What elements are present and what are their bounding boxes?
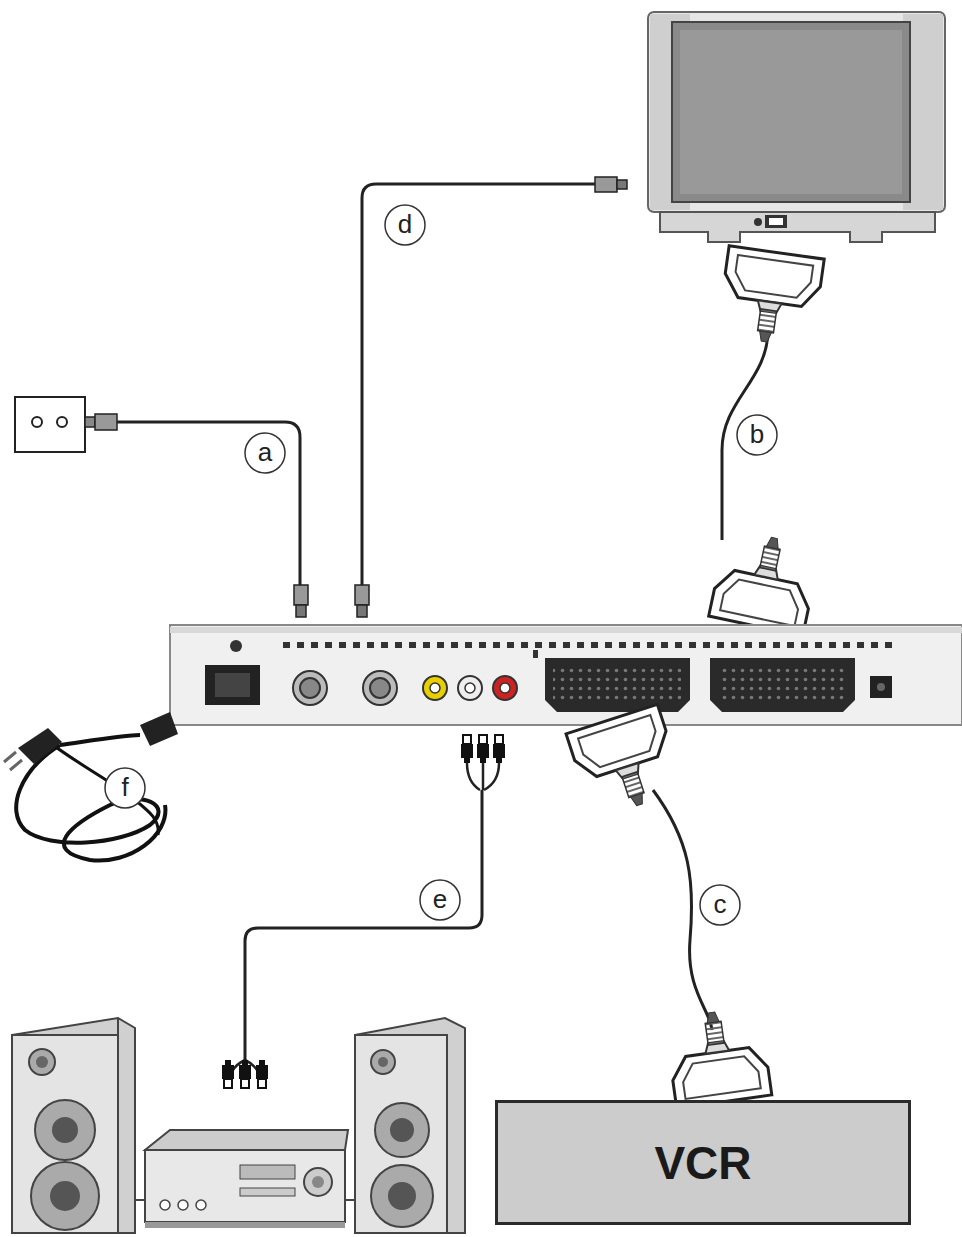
callout-letter: e [433,886,447,912]
device-box: VCR [495,1100,911,1225]
receiver-rear-panel [170,625,962,725]
device-name: VCR [654,1136,751,1190]
television [648,12,945,242]
rf-cable-d [355,177,627,617]
antenna-cable-a [15,397,308,617]
callout-letter: a [258,439,272,465]
callout-letter: c [714,891,727,917]
callout-letter: d [398,211,412,237]
hifi-system [12,1018,465,1233]
callout-letter: f [121,774,128,800]
scart-cable-b [709,246,825,636]
callout-letter: b [750,421,764,447]
scart-cable-c [566,704,772,1108]
power-cord-f [4,712,178,861]
callout-circles [105,205,777,925]
